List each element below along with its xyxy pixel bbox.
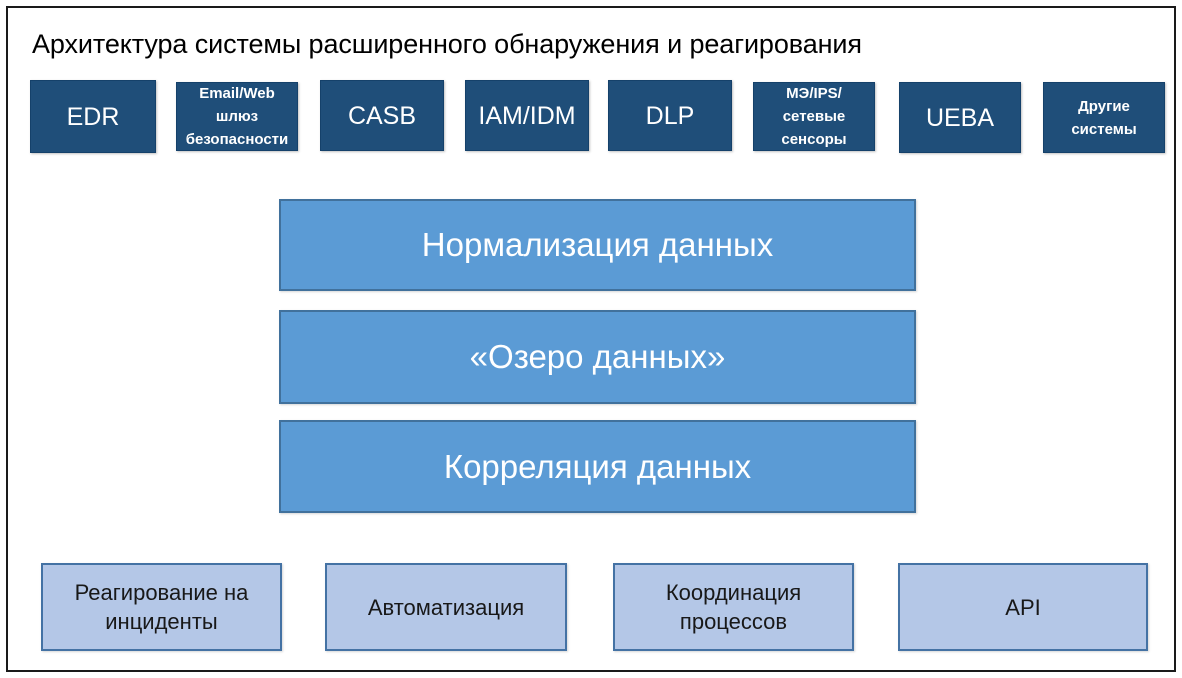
page-title: Архитектура системы расширенного обнаруж… xyxy=(32,29,862,59)
source-box-casb[interactable]: CASB xyxy=(320,80,444,151)
source-box-label: МЭ/IPS/ сетевые сенсоры xyxy=(781,85,847,148)
diagram-frame: Архитектура системы расширенного обнаруж… xyxy=(6,6,1176,672)
output-box-label: Реагирование на инциденты xyxy=(74,580,249,634)
source-box-другие-системы[interactable]: Другие системы xyxy=(1043,82,1165,153)
processing-box-корреляция-данных[interactable]: Корреляция данных xyxy=(279,420,916,513)
output-box-реагирование-на-инциденты[interactable]: Реагирование на инциденты xyxy=(41,563,282,651)
source-box-label: CASB xyxy=(347,101,417,130)
source-box-label: Другие системы xyxy=(1071,97,1137,138)
source-box-label: EDR xyxy=(66,102,120,131)
output-box-автоматизация[interactable]: Автоматизация xyxy=(325,563,567,651)
source-box-label: IAM/IDM xyxy=(478,101,576,130)
output-box-label: API xyxy=(1005,594,1041,620)
source-box-iam-idm[interactable]: IAM/IDM xyxy=(465,80,589,151)
output-box-label: Автоматизация xyxy=(367,594,525,620)
source-box-edr[interactable]: EDR xyxy=(30,80,156,153)
output-box-координация-процессов[interactable]: Координация процессов xyxy=(613,563,854,651)
processing-box-озеро-данных[interactable]: «Озеро данных» xyxy=(279,310,916,404)
output-box-label: Координация процессов xyxy=(665,580,802,634)
processing-box-label: Корреляция данных xyxy=(443,447,752,485)
source-box-мэ-ips-сетевые-сенсоры[interactable]: МЭ/IPS/ сетевые сенсоры xyxy=(753,82,875,151)
source-box-dlp[interactable]: DLP xyxy=(608,80,732,151)
source-box-label: Email/Web шлюз безопасности xyxy=(185,85,289,148)
source-box-label: DLP xyxy=(645,101,695,130)
source-box-ueba[interactable]: UEBA xyxy=(899,82,1021,153)
processing-box-label: Нормализация данных xyxy=(421,226,774,263)
source-box-label: UEBA xyxy=(925,103,995,132)
processing-box-label: «Озеро данных» xyxy=(469,338,726,375)
source-box-email-web-шлюз-безопасности[interactable]: Email/Web шлюз безопасности xyxy=(176,82,298,151)
output-box-api[interactable]: API xyxy=(898,563,1148,651)
processing-box-нормализация-данных[interactable]: Нормализация данных xyxy=(279,199,916,291)
